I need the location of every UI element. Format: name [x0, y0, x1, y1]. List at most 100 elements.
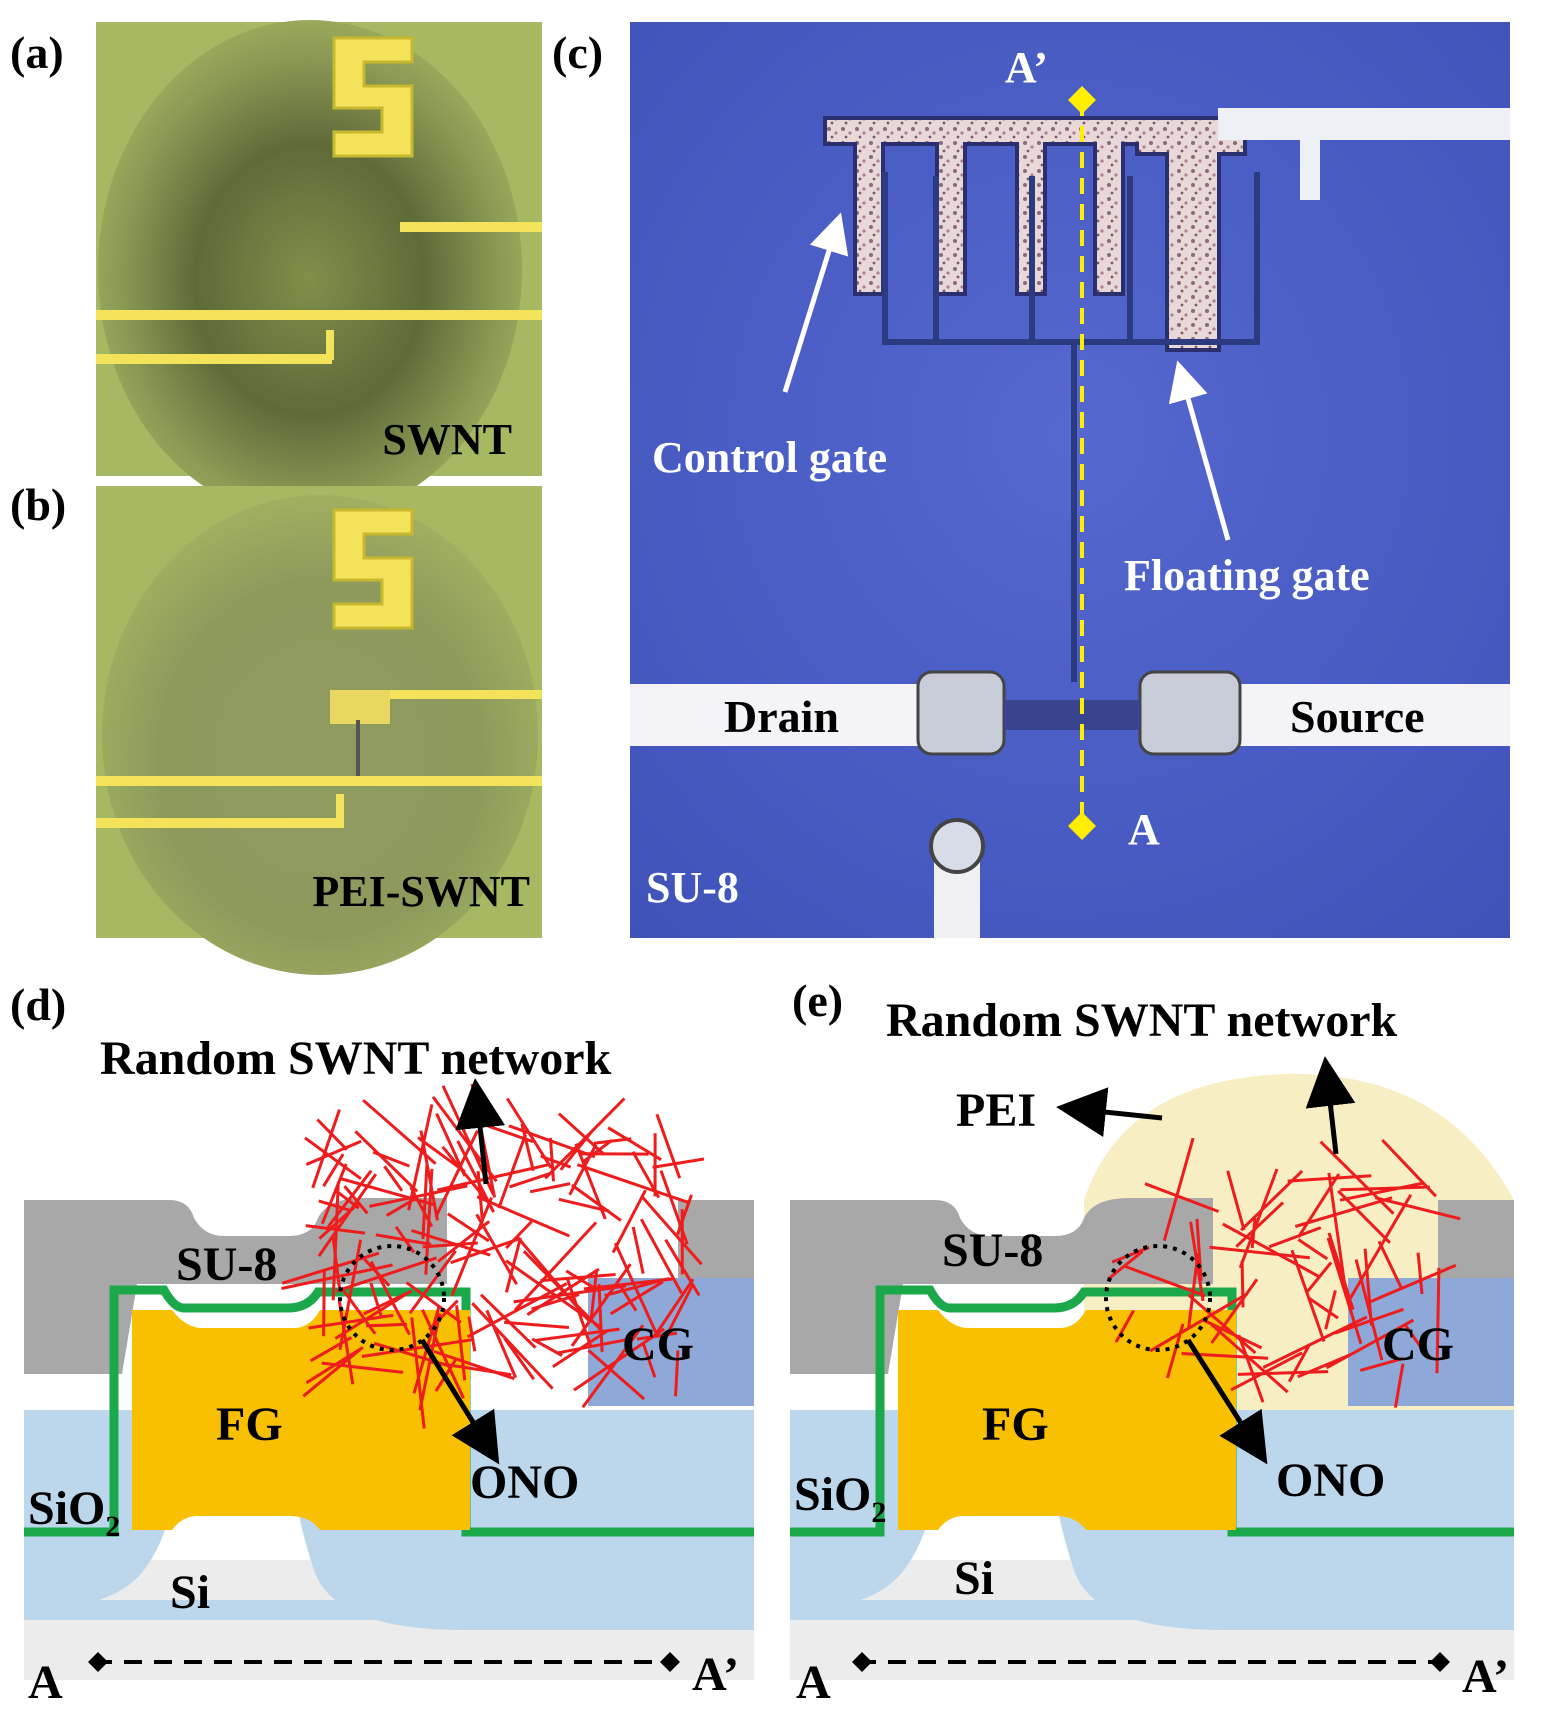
nanotube-segment	[1354, 1259, 1384, 1361]
nanotube-segment	[338, 1239, 363, 1351]
nanotube-segment	[1187, 1293, 1257, 1355]
nanotube-segment	[1268, 1226, 1322, 1249]
source-contact	[1138, 670, 1242, 756]
cut-start-label: A	[1128, 805, 1160, 854]
panel-d-tag: (d)	[10, 979, 66, 1030]
source-label: Source	[1290, 691, 1425, 742]
via-contact	[929, 818, 985, 874]
nanotube-segment	[558, 1197, 610, 1213]
nanotube-segment	[1222, 1222, 1320, 1278]
nanotube-segment	[611, 1189, 647, 1254]
axis-start-label-e: A	[796, 1656, 831, 1709]
nanotube-segment	[318, 1201, 361, 1240]
electrode-b3	[96, 818, 344, 828]
nanotube-segment	[281, 1251, 380, 1285]
nanotube-segment	[505, 1259, 603, 1330]
nanotube-segment	[1250, 1217, 1257, 1249]
nanotube-segment	[571, 1183, 622, 1222]
nanotube-segment	[417, 1136, 466, 1173]
nanotube-segment	[372, 1150, 410, 1168]
nanotube-segment	[476, 1195, 570, 1238]
nanotube-segment	[1262, 1315, 1368, 1369]
nanotube-segment	[1297, 1173, 1341, 1238]
nanotube-segment	[1226, 1170, 1246, 1231]
nanotube-segment	[450, 1237, 521, 1265]
nanotube-segment	[366, 1322, 407, 1328]
nanotube-segment	[505, 1220, 533, 1250]
nanotube-segment	[1435, 1267, 1441, 1374]
su8-substrate	[630, 22, 1510, 938]
floating-gate-outline	[882, 172, 1260, 682]
nanotube-segment	[1294, 1196, 1393, 1228]
nanotube-segment	[450, 1197, 493, 1297]
panel-c: (c) A’ A Control gate Floating gate Drai…	[552, 22, 1510, 938]
nanotube-segment	[1235, 1201, 1285, 1248]
ono-arrow-e	[1185, 1338, 1268, 1465]
nanotube-segment	[1107, 1250, 1144, 1281]
nanotube-segment	[471, 1302, 554, 1390]
nanotube-segment	[509, 1170, 555, 1189]
nanotube-segment	[618, 1284, 638, 1312]
nanotube-segment	[531, 1337, 563, 1357]
nanotube-segment	[676, 1194, 693, 1236]
nanotube-segment	[1189, 1221, 1205, 1302]
nanotube-segment	[337, 1300, 355, 1385]
nanotube-segment	[513, 1221, 598, 1312]
nanotube-segment	[1144, 1182, 1220, 1213]
electrode-a4	[326, 330, 334, 360]
panel-a-tag: (a)	[10, 27, 64, 78]
pad-5-b	[332, 508, 414, 630]
nanotube-segment	[1230, 1351, 1303, 1392]
nanotube-segment	[1327, 1232, 1355, 1310]
su8-label-e: SU-8	[942, 1224, 1043, 1277]
nanotube-segment	[326, 1169, 373, 1228]
panel-c-tag: (c)	[552, 27, 603, 78]
channel	[1004, 700, 1140, 730]
electrode-b4	[336, 794, 344, 824]
control-gate-arrow	[782, 212, 849, 393]
nanotube-segment	[497, 1134, 527, 1209]
nanotube-segment	[582, 1138, 613, 1164]
ono-layer-e	[790, 1285, 1514, 1537]
panel-b: (b) PEI-SWNT	[10, 479, 542, 975]
nanotube-segment	[555, 1337, 630, 1355]
swnt-network-e	[1107, 1137, 1461, 1408]
nanotube-segment	[476, 1170, 484, 1219]
source-electrode	[1240, 684, 1510, 746]
nanotube-segment	[475, 1213, 518, 1285]
nanotube-segment	[1297, 1353, 1351, 1379]
nanotube-segment	[428, 1299, 459, 1331]
nanotube-segment	[405, 1281, 462, 1324]
cg-label-e: CG	[1382, 1318, 1454, 1371]
nanotube-segment	[331, 1182, 340, 1301]
pei-label-e: PEI	[956, 1084, 1036, 1137]
nanotube-segment	[318, 1199, 351, 1212]
nanotube-segment	[1209, 1245, 1310, 1260]
nanotube-segment	[455, 1305, 467, 1381]
nanotube-segment	[1374, 1196, 1461, 1221]
nanotube-segment	[503, 1320, 570, 1329]
axis-marker-end-d	[660, 1652, 680, 1672]
axis-marker-start-e	[852, 1652, 872, 1672]
control-gate-label: Control gate	[652, 433, 887, 482]
nanotube-segment	[1334, 1307, 1404, 1335]
nanotube-segment	[479, 1293, 537, 1349]
nanotube-segment	[1111, 1246, 1150, 1264]
nanotube-segment	[408, 1250, 457, 1315]
pei-swnt-droplet	[102, 495, 538, 975]
nanotube-segment	[466, 1282, 568, 1339]
nanotube-segment	[418, 1313, 442, 1411]
nanotube-segment	[1210, 1323, 1289, 1394]
nanotube-segment	[422, 1241, 478, 1249]
panel-a-label: SWNT	[382, 415, 512, 464]
nanotube-segment	[1114, 1309, 1135, 1343]
electrode-a3	[96, 354, 332, 364]
nanotube-segment	[504, 1237, 522, 1293]
cg-label-d: CG	[622, 1318, 694, 1371]
nanotube-segment	[1403, 1323, 1431, 1360]
network-label-e: Random SWNT network	[886, 994, 1398, 1047]
ono-arrow-d	[419, 1338, 500, 1465]
nanotube-segment	[434, 1129, 479, 1218]
nanotube-segment	[1237, 1370, 1329, 1376]
